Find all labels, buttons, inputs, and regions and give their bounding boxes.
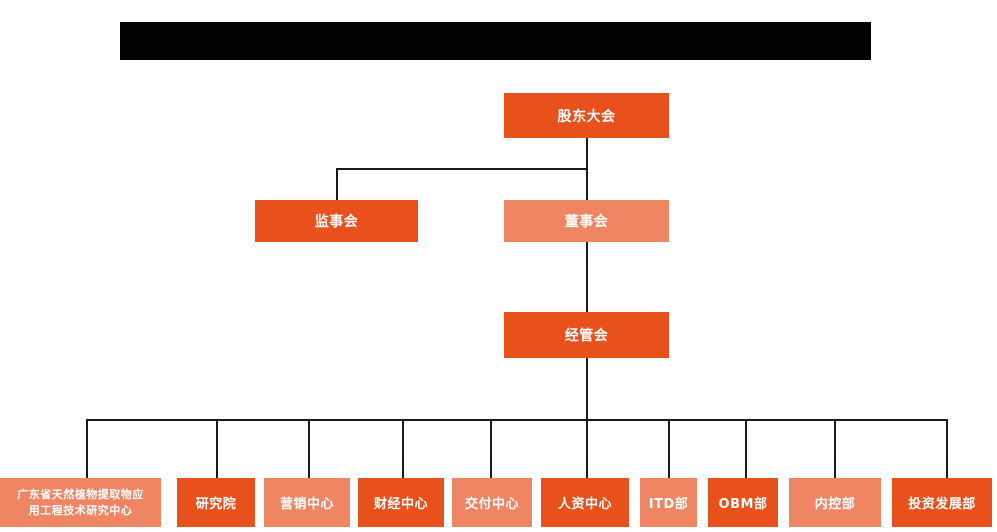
node-board-of-supervisors-label: 监事会 — [314, 214, 359, 230]
node-management-committee[interactable]: 经管会 — [504, 312, 669, 358]
redacted-title-bar — [120, 22, 871, 60]
connector-drop-delivery-center — [490, 419, 492, 478]
node-research-institute-label: 研究院 — [195, 497, 237, 512]
node-research-institute[interactable]: 研究院 — [177, 478, 255, 527]
node-internal-control-dept-label: 内控部 — [814, 497, 856, 512]
redacted-title-text — [120, 22, 871, 23]
connector-level2-bar — [336, 168, 588, 170]
node-finance-center-label: 财经中心 — [373, 497, 428, 512]
node-board-of-directors-label: 董事会 — [564, 214, 609, 230]
node-obm-department-label: OBM部 — [718, 497, 768, 512]
connector-drop-investment-development — [946, 419, 948, 478]
node-itd-department-label: ITD部 — [648, 497, 689, 512]
connector-drop-hr-center — [586, 419, 588, 478]
node-marketing-center[interactable]: 营销中心 — [264, 478, 350, 527]
connector-department-bus — [86, 419, 947, 421]
connector-drop-internal-control-dept — [834, 419, 836, 478]
node-hr-center[interactable]: 人资中心 — [541, 478, 629, 527]
node-internal-control-dept[interactable]: 内控部 — [789, 478, 881, 527]
connector-directors-to-management — [586, 240, 588, 312]
node-itd-department[interactable]: ITD部 — [640, 478, 697, 527]
node-investment-development[interactable]: 投资发展部 — [892, 478, 992, 527]
node-obm-department[interactable]: OBM部 — [708, 478, 778, 527]
connector-drop-guangdong-research-center — [86, 419, 88, 478]
connector-drop-obm-department — [745, 419, 747, 478]
node-hr-center-label: 人资中心 — [557, 497, 612, 512]
node-marketing-center-label: 营销中心 — [279, 497, 334, 512]
connector-to-board-of-directors — [586, 168, 588, 200]
connector-drop-itd-department — [668, 419, 670, 478]
connector-shareholders-stem — [586, 138, 588, 170]
node-delivery-center-label: 交付中心 — [464, 497, 519, 512]
connector-drop-research-institute — [216, 419, 218, 478]
node-shareholders-meeting[interactable]: 股东大会 — [504, 93, 669, 138]
node-guangdong-research-center[interactable]: 广东省天然植物提取物应 用工程技术研究中心 — [0, 478, 161, 527]
node-delivery-center[interactable]: 交付中心 — [452, 478, 532, 527]
node-board-of-supervisors[interactable]: 监事会 — [255, 200, 418, 242]
node-finance-center[interactable]: 财经中心 — [358, 478, 444, 527]
node-management-committee-label: 经管会 — [564, 328, 609, 344]
node-guangdong-research-center-line2: 用工程技术研究中心 — [28, 503, 133, 517]
node-shareholders-meeting-label: 股东大会 — [557, 108, 616, 125]
connector-drop-marketing-center — [308, 419, 310, 478]
connector-to-board-of-supervisors — [336, 168, 338, 200]
node-board-of-directors[interactable]: 董事会 — [504, 200, 669, 242]
connector-drop-finance-center — [402, 419, 404, 478]
node-investment-development-label: 投资发展部 — [908, 497, 976, 512]
connector-management-stem — [586, 358, 588, 420]
node-guangdong-research-center-line1: 广东省天然植物提取物应 — [17, 487, 144, 501]
